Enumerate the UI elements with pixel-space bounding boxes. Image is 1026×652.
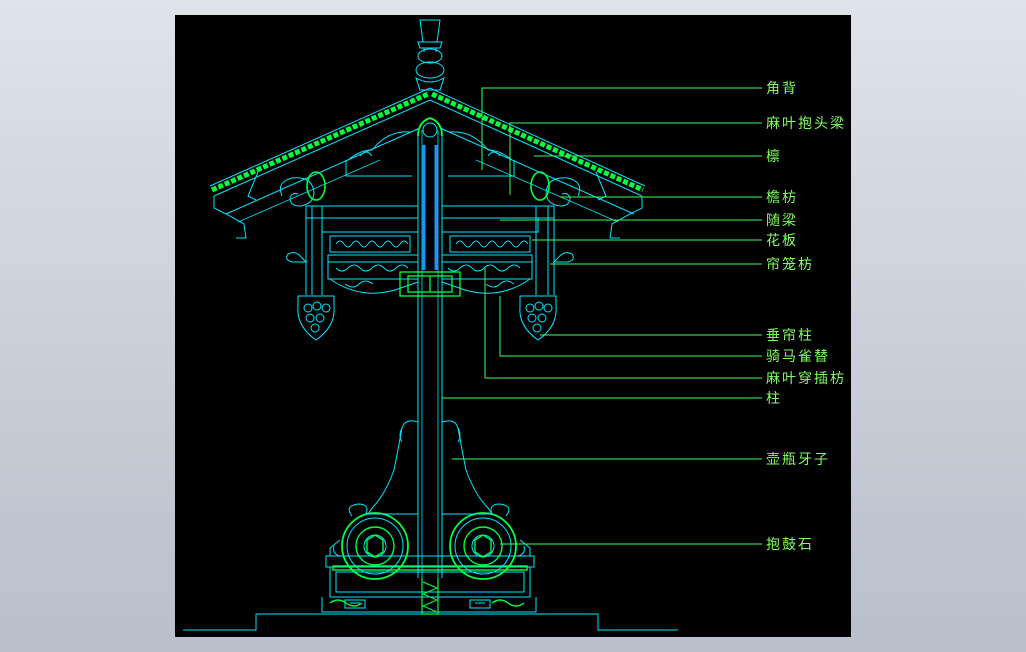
gate-elevation-drawing: 角背 麻叶抱头梁 檩 檐枋 随梁 花板 帘笼枋 垂帘柱 骑马雀替 麻叶穿插枋 柱…: [183, 19, 846, 631]
label-chuilianzhu: 垂帘柱: [766, 328, 814, 344]
beam-head-volutes: [279, 117, 581, 207]
vase-bracket: [367, 420, 493, 515]
label-suiliang: 随梁: [766, 213, 798, 229]
drum-stone-left: [333, 503, 409, 580]
label-maye-baotouliang: 麻叶抱头梁: [766, 116, 846, 132]
plinth-green-accents: [329, 565, 528, 607]
gable-beams: [305, 131, 555, 295]
roof-finial: [415, 19, 445, 91]
carved-panels: [329, 235, 531, 272]
label-lin: 檩: [766, 148, 782, 165]
label-zhu: 柱: [766, 391, 782, 407]
label-jiaobei: 角背: [766, 81, 798, 97]
label-maye-chuanchafang: 麻叶穿插枋: [766, 371, 846, 387]
main-column: [417, 128, 443, 615]
label-baogushi: 抱鼓石: [766, 537, 814, 553]
ground-line: [183, 613, 678, 631]
label-huping-yazi: 壶瓶牙子: [766, 452, 830, 468]
drum-stone-right: [449, 503, 525, 580]
hanging-pendant-left: [297, 295, 335, 341]
label-huaban: 花板: [766, 233, 798, 249]
through-tenon: [399, 271, 461, 297]
side-ornaments: [286, 252, 574, 263]
label-yanfang: 檐枋: [766, 190, 798, 206]
label-lianlongfang: 帘笼枋: [766, 256, 814, 273]
riding-bracket: [329, 278, 531, 294]
roof: [209, 87, 646, 239]
cad-viewport[interactable]: 角背 麻叶抱头梁 檩 檐枋 随梁 花板 帘笼枋 垂帘柱 骑马雀替 麻叶穿插枋 柱…: [175, 15, 851, 637]
hanging-pendant-right: [519, 295, 557, 341]
label-qima-queti: 骑马雀替: [766, 349, 830, 365]
annotation-labels: 角背 麻叶抱头梁 檩 檐枋 随梁 花板 帘笼枋 垂帘柱 骑马雀替 麻叶穿插枋 柱…: [766, 81, 846, 553]
leader-lines: [442, 87, 762, 545]
